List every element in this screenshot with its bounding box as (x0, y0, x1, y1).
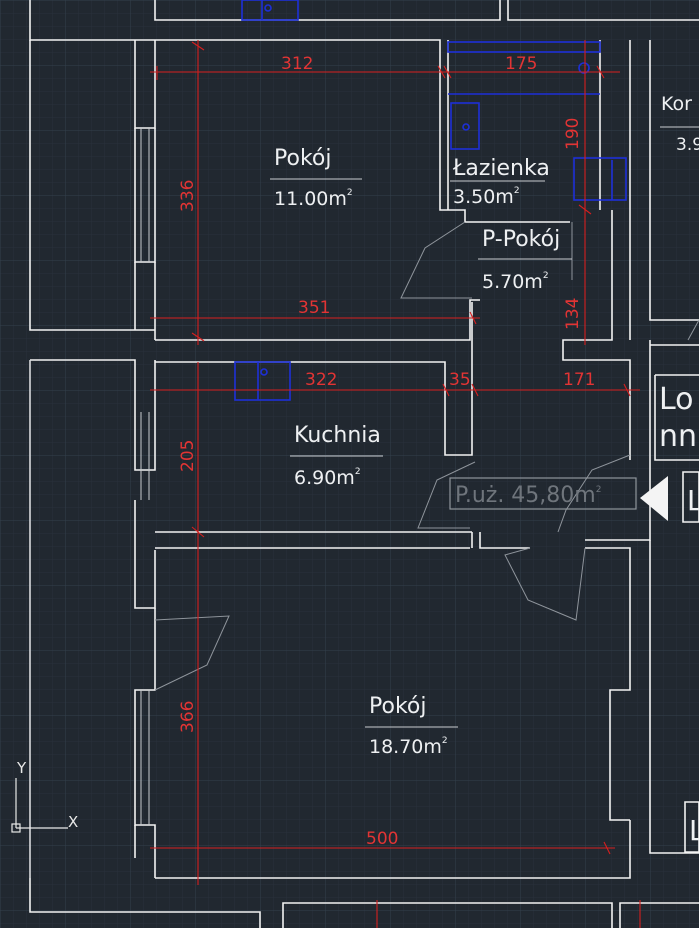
dim-351: 351 (298, 298, 330, 318)
room-lazienka[interactable]: Łazienka 3.50m2 (450, 156, 550, 208)
dim-366: 366 (178, 701, 198, 733)
dimension-lines (150, 40, 641, 928)
arrow-marker-icon (640, 476, 668, 521)
room-name: Kuchnia (294, 423, 381, 448)
dim-322: 322 (305, 370, 337, 390)
door-swings (154, 221, 699, 691)
ucs-axis-icon: Y X (11, 759, 78, 833)
label-lo: Lo (659, 382, 694, 417)
window-lines (29, 128, 150, 878)
sanitary-fixtures (234, 0, 627, 401)
dim-35: 35 (449, 370, 471, 390)
room-area: 18.70m2 (369, 736, 448, 758)
dim-205: 205 (178, 440, 198, 472)
dim-500: 500 (366, 829, 398, 849)
dim-175: 175 (505, 54, 537, 74)
room-area: 3.50m2 (453, 186, 520, 208)
ucs-x-label: X (68, 813, 78, 831)
room-kuchnia[interactable]: Kuchnia 6.90m2 (290, 423, 383, 489)
room-area: 6.90m2 (294, 467, 361, 489)
label-l-2: L (689, 814, 699, 847)
usable-area-text: P.uż. 45,80m2 (455, 483, 601, 508)
room-name: Pokój (369, 694, 426, 719)
dim-171: 171 (563, 370, 595, 390)
label-l-1: L (687, 484, 699, 517)
label-nn: nn (659, 419, 697, 454)
room-area: 11.00m2 (274, 188, 353, 210)
label-kor-area: 3.9 (676, 135, 699, 155)
room-p-pokoj[interactable]: P-Pokój 5.70m2 (478, 227, 572, 293)
ucs-y-label: Y (16, 759, 27, 777)
dim-134: 134 (563, 298, 583, 330)
dim-336: 336 (178, 180, 198, 212)
room-pokoj-2[interactable]: Pokój 18.70m2 (365, 694, 458, 758)
room-area: 5.70m2 (482, 271, 549, 293)
dim-312: 312 (281, 54, 313, 74)
usable-area-label[interactable]: P.uż. 45,80m2 (449, 477, 637, 510)
room-pokoj-1[interactable]: Pokój 11.00m2 (270, 146, 362, 210)
room-name: Łazienka (452, 156, 550, 181)
room-name: P-Pokój (482, 227, 560, 252)
label-kor: Kor (661, 93, 692, 115)
room-name: Pokój (274, 146, 331, 171)
dim-190: 190 (563, 118, 583, 150)
